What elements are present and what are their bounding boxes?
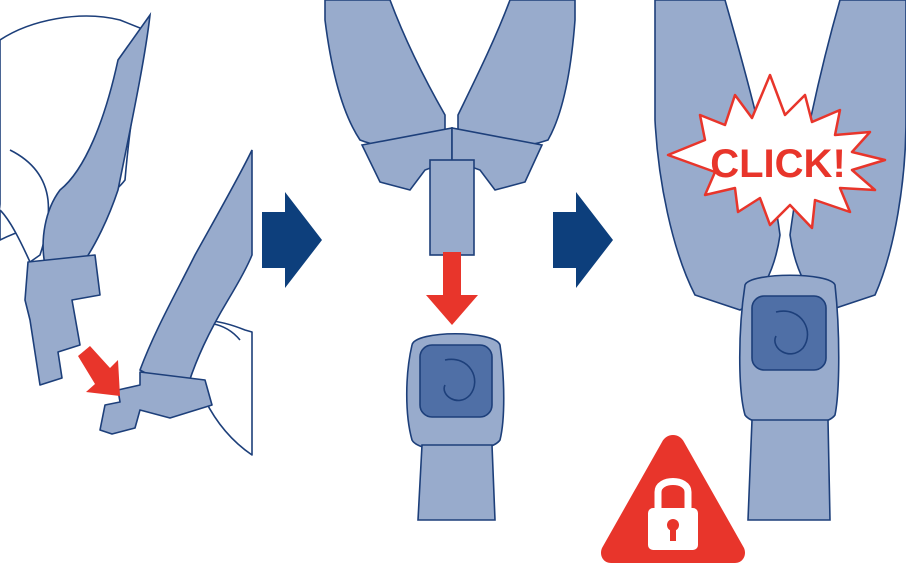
right-strap-illustration <box>139 149 253 397</box>
padlock-warning-icon <box>601 435 745 563</box>
lower-strap <box>417 444 496 521</box>
upper-right-strap <box>457 0 576 148</box>
buckle-tongue <box>429 159 475 256</box>
latched-release-button <box>751 295 827 371</box>
step-1-panel <box>0 12 253 456</box>
left-tongue-half <box>24 254 101 386</box>
click-text: CLICK! <box>710 142 846 186</box>
latched-button-swirl-icon <box>774 310 809 355</box>
step-arrow-1-icon <box>262 192 322 288</box>
release-button-swirl-icon <box>443 358 476 402</box>
tongue-plate-right <box>451 127 544 191</box>
step-2-panel <box>324 0 576 521</box>
upper-left-strap <box>324 0 446 148</box>
step-3-panel: CLICK! <box>601 0 906 563</box>
latched-lower-strap <box>747 419 831 521</box>
buckle-release-button <box>419 344 493 418</box>
join-direction-arrow-icon <box>78 346 120 396</box>
step-arrow-2-icon <box>553 192 613 288</box>
click-burst-icon: CLICK! <box>666 73 887 230</box>
insert-direction-arrow-icon <box>426 252 478 325</box>
